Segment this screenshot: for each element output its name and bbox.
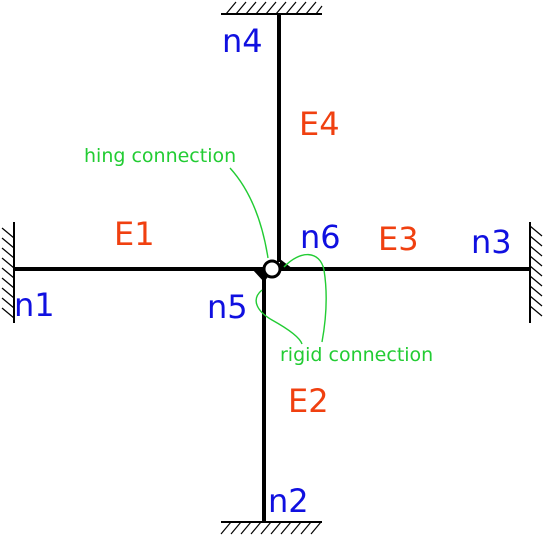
element-label-e3: E3 — [378, 220, 419, 258]
support-bottom — [220, 521, 322, 535]
node-label-n3: n3 — [471, 223, 512, 261]
rigid-leader-n5 — [255, 289, 303, 345]
rigid-connection-label: rigid connection — [280, 344, 433, 366]
support-top — [221, 1, 323, 15]
support-right — [529, 222, 543, 323]
node-label-n1: n1 — [14, 286, 55, 324]
hinge-symbol — [262, 259, 282, 279]
element-label-e4: E4 — [299, 105, 340, 143]
node-label-n5: n5 — [207, 288, 248, 326]
rigid-leader-n6 — [283, 253, 327, 343]
hinge-connection-label: hing connection — [84, 145, 236, 167]
node-label-n2: n2 — [268, 482, 309, 520]
support-left — [1, 222, 15, 323]
element-label-e2: E2 — [288, 382, 329, 420]
node-label-n6: n6 — [300, 218, 341, 256]
node-label-n4: n4 — [222, 22, 263, 60]
element-label-e1: E1 — [114, 215, 155, 253]
hinge-leader — [229, 167, 269, 259]
